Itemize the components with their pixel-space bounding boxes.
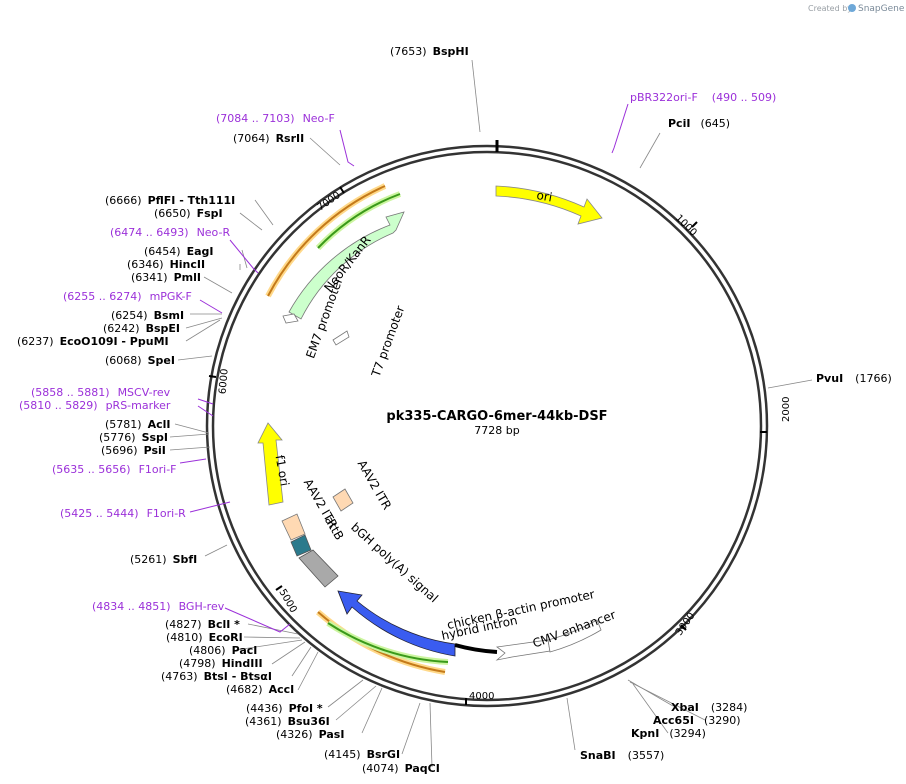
neor-kanr-feature[interactable] bbox=[288, 211, 405, 320]
bgh-polya-feature[interactable] bbox=[298, 549, 339, 588]
cmv-enhancer-feature[interactable] bbox=[547, 619, 602, 653]
restriction-sites: (7653)BspHI PciI(645) PvuI(1766) XbaI(32… bbox=[17, 45, 892, 775]
primer-prs-marker[interactable]: (5810 .. 5829)pRS-marker bbox=[19, 399, 171, 412]
primer-bgh-rev[interactable]: (4834 .. 4851)BGH-rev bbox=[92, 600, 225, 613]
site-ecoo109i[interactable]: (6237)EcoO109I - PpuMI bbox=[17, 335, 169, 348]
orf-orange-top bbox=[267, 185, 386, 297]
primer-leaders bbox=[179, 103, 629, 633]
backbone-outer bbox=[205, 144, 769, 708]
tick-7000 bbox=[339, 186, 345, 194]
tick-label-1000: 1000 bbox=[673, 213, 699, 239]
primer-neo-f[interactable]: (7084 .. 7103)Neo-F bbox=[216, 112, 335, 125]
f1-ori-feature[interactable] bbox=[257, 422, 284, 506]
orf-green-bottom bbox=[327, 622, 449, 663]
site-bsmi[interactable]: (6254)BsmI bbox=[111, 309, 184, 322]
plasmid-length: 7728 bp bbox=[474, 424, 519, 437]
primer-f1ori-r[interactable]: (5425 .. 5444)F1ori-R bbox=[60, 507, 186, 520]
site-sbfi[interactable]: (5261)SbfI bbox=[130, 553, 197, 566]
site-paci[interactable]: (4806)PacI bbox=[189, 644, 257, 657]
aav2-itr-right-feature[interactable] bbox=[332, 488, 354, 512]
aav2-itr-right-label: AAV2 ITR bbox=[355, 458, 395, 513]
t7-label: T7 promoter bbox=[368, 304, 407, 380]
tick-label-2000: 2000 bbox=[781, 397, 792, 422]
site-bspei[interactable]: (6242)BspEI bbox=[103, 322, 180, 335]
site-snabi[interactable]: SnaBI(3557) bbox=[580, 749, 664, 762]
site-pcii[interactable]: PciI(645) bbox=[668, 117, 730, 130]
aav2-itr-left-feature[interactable] bbox=[281, 513, 306, 541]
primer-neo-r[interactable]: (6474 .. 6493)Neo-R bbox=[110, 226, 230, 239]
site-pfoi[interactable]: (4436)PfoI * bbox=[246, 702, 323, 715]
site-pmli[interactable]: (6341)PmlI bbox=[131, 271, 201, 284]
ori-feature[interactable] bbox=[495, 185, 603, 225]
f1-ori-label: f1 ori bbox=[273, 454, 292, 487]
credit-text: Created by bbox=[808, 4, 852, 13]
site-kpni[interactable]: KpnI(3294) bbox=[631, 727, 706, 740]
site-pasi[interactable]: (4326)PasI bbox=[276, 728, 344, 741]
snapgene-logo-icon bbox=[848, 4, 856, 12]
credit-brand: SnapGene bbox=[858, 4, 905, 14]
hybrid-intron-feature[interactable] bbox=[454, 643, 498, 654]
site-hindiii[interactable]: (4798)HindIII bbox=[179, 657, 263, 670]
attb-feature[interactable] bbox=[290, 534, 312, 557]
bgh-polya-label: bGH poly(A) signal bbox=[348, 520, 441, 605]
t7-promoter-feature[interactable] bbox=[332, 330, 350, 346]
tagbfp-feature[interactable] bbox=[337, 590, 456, 657]
primer-pbr322ori-f[interactable]: pBR322ori-F(490 .. 509) bbox=[630, 91, 776, 104]
em7-promoter-feature[interactable] bbox=[282, 313, 299, 324]
site-xbai[interactable]: XbaI(3284) bbox=[671, 701, 747, 714]
cmv-enhancer-label: CMV enhancer bbox=[531, 608, 618, 651]
site-spei[interactable]: (6068)SpeI bbox=[105, 354, 175, 367]
primer-f1ori-f[interactable]: (5635 .. 5656)F1ori-F bbox=[52, 463, 177, 476]
site-paqci[interactable]: (4074)PaqCI bbox=[362, 762, 440, 775]
attb-label: attB bbox=[322, 514, 347, 543]
tick-6000 bbox=[208, 375, 217, 378]
ori-label: ori bbox=[535, 188, 553, 204]
site-hincii[interactable]: (6346)HincII bbox=[127, 258, 205, 271]
tick-3000 bbox=[680, 624, 687, 631]
site-btsi[interactable]: (4763)BtsI - BtsαI bbox=[161, 670, 272, 683]
site-bcli[interactable]: (4827)BclI * bbox=[165, 618, 240, 631]
site-psii[interactable]: (5696)PsiI bbox=[101, 444, 166, 457]
site-pflfi[interactable]: (6666)PflFI - Tth111I bbox=[105, 194, 235, 207]
site-ecori[interactable]: (4810)EcoRI bbox=[166, 631, 243, 644]
tick-label-5000: 5000 bbox=[276, 587, 298, 615]
primer-mscv-rev[interactable]: (5858 .. 5881)MSCV-rev bbox=[31, 386, 171, 399]
tick-1000 bbox=[691, 221, 698, 228]
site-fspi[interactable]: (6650)FspI bbox=[154, 207, 223, 220]
site-pvui[interactable]: PvuI(1766) bbox=[816, 372, 892, 385]
tick-label-4000: 4000 bbox=[469, 691, 494, 702]
backbone-inner bbox=[211, 150, 763, 702]
site-eagi[interactable]: (6454)EagI bbox=[144, 245, 213, 258]
primer-labels: pBR322ori-F(490 .. 509) (7084 .. 7103)Ne… bbox=[19, 91, 776, 613]
site-bsu36i[interactable]: (4361)Bsu36I bbox=[245, 715, 330, 728]
site-acli[interactable]: (5781)AclI bbox=[105, 418, 170, 431]
orf-green-top bbox=[317, 193, 401, 249]
site-sspi[interactable]: (5776)SspI bbox=[99, 431, 168, 444]
primer-mpgk-f[interactable]: (6255 .. 6274)mPGK-F bbox=[63, 290, 192, 303]
site-bsrgi[interactable]: (4145)BsrGI bbox=[324, 748, 400, 761]
site-acc65i[interactable]: Acc65I(3290) bbox=[653, 714, 741, 727]
site-acci[interactable]: (4682)AccI bbox=[226, 683, 294, 696]
tick-5000 bbox=[275, 585, 283, 591]
site-leaders bbox=[169, 59, 813, 768]
site-bsphi[interactable]: (7653)BspHI bbox=[390, 45, 469, 58]
site-rsrii[interactable]: (7064)RsrII bbox=[233, 132, 304, 145]
plasmid-name: pk335-CARGO-6mer-44kb-DSF bbox=[386, 409, 607, 424]
tick-label-6000: 6000 bbox=[217, 368, 230, 394]
